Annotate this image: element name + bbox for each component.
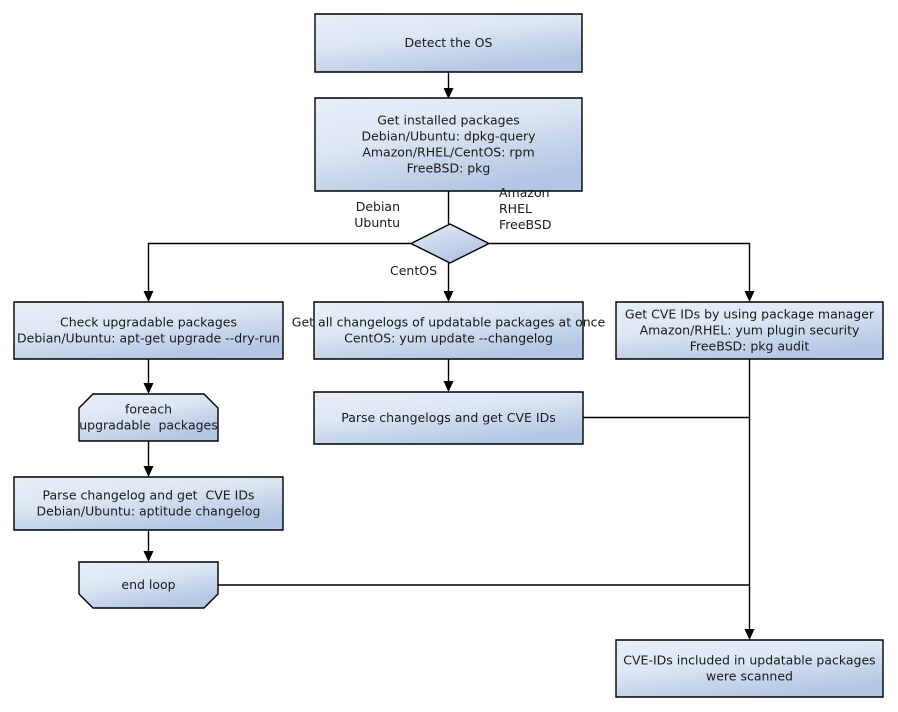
node-label-line: Amazon/RHEL: yum plugin security bbox=[640, 322, 860, 337]
node-label-line: Detect the OS bbox=[405, 35, 493, 50]
node-shape-foreach-upgradable-packages bbox=[78, 393, 219, 442]
node-label-line: Debian/Ubuntu: dpkg-query bbox=[361, 128, 536, 143]
node-label-line: Check upgradable packages bbox=[60, 314, 237, 329]
edge-label-line: Debian bbox=[356, 199, 400, 214]
node-label-line: CentOS: yum update --changelog bbox=[344, 330, 553, 345]
node-label-line: Amazon/RHEL/CentOS: rpm bbox=[362, 144, 534, 159]
node-shape-get-all-changelogs bbox=[313, 301, 584, 360]
connector-check-upgradable-to-foreach bbox=[143, 359, 154, 394]
node-end-loop[interactable]: end loop bbox=[78, 561, 219, 609]
connector-get-all-changelogs-to-parse-changelogs bbox=[443, 359, 454, 392]
edge-label-line: FreeBSD bbox=[499, 217, 551, 232]
node-shape-check-upgradable-packages bbox=[13, 301, 284, 360]
node-shape-detect-os bbox=[314, 13, 583, 73]
edge-label-line: RHEL bbox=[499, 201, 532, 216]
node-label-line: foreach bbox=[125, 401, 172, 416]
node-shape-get-cve-ids-package-manager bbox=[615, 301, 884, 360]
node-label-line: FreeBSD: pkg bbox=[407, 160, 491, 175]
node-shape-cve-ids-scanned bbox=[615, 639, 884, 698]
edge-label-line: Ubuntu bbox=[354, 215, 400, 230]
node-shape-parse-changelog-cve-ids bbox=[13, 476, 284, 531]
node-label-line: Get installed packages bbox=[377, 112, 520, 127]
node-label-line: Parse changelog and get CVE IDs bbox=[43, 487, 255, 502]
connector-detect-os-to-get-installed-packages bbox=[443, 72, 454, 99]
node-label-line: Debian/Ubuntu: apt-get upgrade --dry-run bbox=[17, 330, 280, 345]
node-label-line: CVE-IDs included in updatable packages bbox=[623, 652, 875, 667]
edge-label-line: CentOS bbox=[390, 263, 437, 278]
node-shape-end-loop bbox=[78, 561, 219, 609]
node-os-family-decision[interactable] bbox=[409, 223, 491, 264]
connector-parse-changelog-to-end-loop bbox=[143, 530, 154, 562]
edge-label-label-centos: CentOS bbox=[390, 263, 437, 278]
node-shape-get-installed-packages bbox=[314, 97, 583, 192]
connector-decision-to-get-all-changelogs bbox=[443, 263, 454, 302]
node-label-get-all-changelogs: Get all changelogs of updatable packages… bbox=[292, 314, 606, 345]
node-label-detect-os: Detect the OS bbox=[405, 35, 493, 50]
connector-decision-to-get-cve-ids bbox=[489, 242, 755, 302]
node-get-all-changelogs[interactable]: Get all changelogs of updatable packages… bbox=[292, 301, 606, 360]
node-label-line: Debian/Ubuntu: aptitude changelog bbox=[37, 503, 261, 518]
node-parse-changelogs-cve-ids[interactable]: Parse changelogs and get CVE IDs bbox=[313, 391, 584, 445]
node-shape-parse-changelogs-cve-ids bbox=[313, 391, 584, 445]
node-label-line: Get CVE IDs by using package manager bbox=[625, 306, 875, 321]
node-label-line: Parse changelogs and get CVE IDs bbox=[341, 410, 555, 425]
connector-layer bbox=[143, 72, 755, 640]
node-label-line: end loop bbox=[121, 577, 175, 592]
node-label-line: were scanned bbox=[706, 668, 793, 683]
node-label-end-loop: end loop bbox=[121, 577, 175, 592]
connector-decision-to-check-upgradable bbox=[143, 242, 411, 302]
connector-get-cve-ids-to-scanned bbox=[744, 359, 755, 640]
edge-label-line: Amazon bbox=[499, 185, 550, 200]
node-shape-os-family-decision bbox=[409, 223, 491, 264]
node-label-line: Get all changelogs of updatable packages… bbox=[292, 314, 606, 329]
node-label-parse-changelogs-cve-ids: Parse changelogs and get CVE IDs bbox=[341, 410, 555, 425]
node-label-line: FreeBSD: pkg audit bbox=[690, 338, 810, 353]
node-detect-os[interactable]: Detect the OS bbox=[314, 13, 583, 73]
connector-foreach-to-parse-changelog bbox=[143, 441, 154, 477]
node-label-line: upgradable packages bbox=[79, 417, 218, 432]
